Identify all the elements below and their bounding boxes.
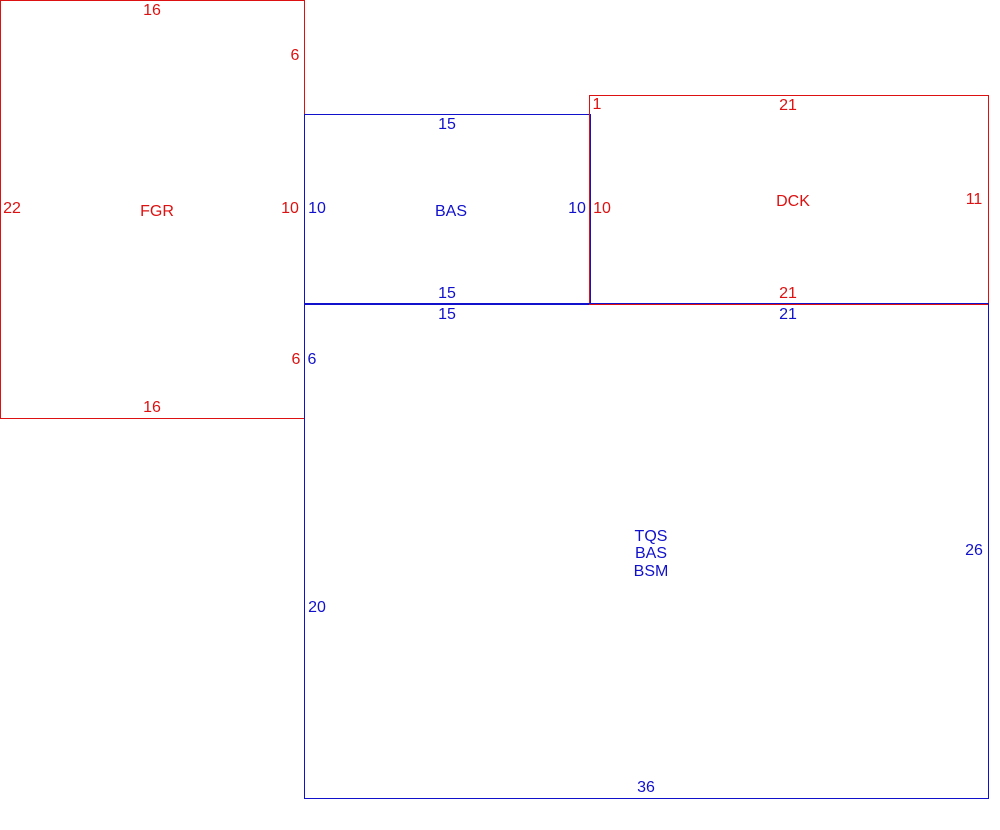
fgr-right-lower-dimension: 6 — [291, 351, 301, 368]
main-outline — [304, 303, 989, 799]
dck-left-dimension: 10 — [593, 200, 611, 217]
main-room-label-3: BSM — [633, 562, 669, 580]
fgr-room-label: FGR — [140, 203, 174, 220]
dck-top-dimension: 21 — [779, 97, 797, 114]
bas-bottom-dimension: 15 — [438, 285, 456, 302]
dck-right-dimension: 11 — [965, 191, 983, 208]
dck-corner-dimension: 1 — [592, 96, 602, 113]
fgr-right-mid-dimension: 10 — [281, 200, 299, 217]
main-right-dimension: 26 — [965, 542, 983, 559]
dck-bottom-dimension: 21 — [779, 285, 797, 302]
fgr-left-dimension: 22 — [3, 200, 21, 217]
fgr-right-upper-dimension: 6 — [290, 47, 300, 64]
bas-room-label: BAS — [434, 203, 468, 220]
bas-top-dimension: 15 — [438, 116, 456, 133]
main-top-right-dimension: 21 — [779, 306, 797, 323]
main-room-label-1: TQS — [634, 528, 668, 546]
main-left-lower-dimension: 20 — [308, 599, 326, 616]
main-room-label-2: BAS — [634, 545, 668, 563]
bas-outline — [304, 114, 591, 305]
dck-outline — [589, 95, 989, 305]
main-top-left-dimension: 15 — [438, 306, 456, 323]
bas-right-dimension: 10 — [568, 200, 586, 217]
bas-left-dimension: 10 — [308, 200, 326, 217]
main-bottom-dimension: 36 — [637, 779, 655, 796]
fgr-top-dimension: 16 — [143, 2, 161, 19]
fgr-bottom-dimension: 16 — [143, 399, 161, 416]
dck-room-label: DCK — [776, 193, 810, 210]
main-left-upper-dimension: 6 — [307, 351, 317, 368]
main-room-labels: TQS BAS BSM — [634, 528, 669, 580]
